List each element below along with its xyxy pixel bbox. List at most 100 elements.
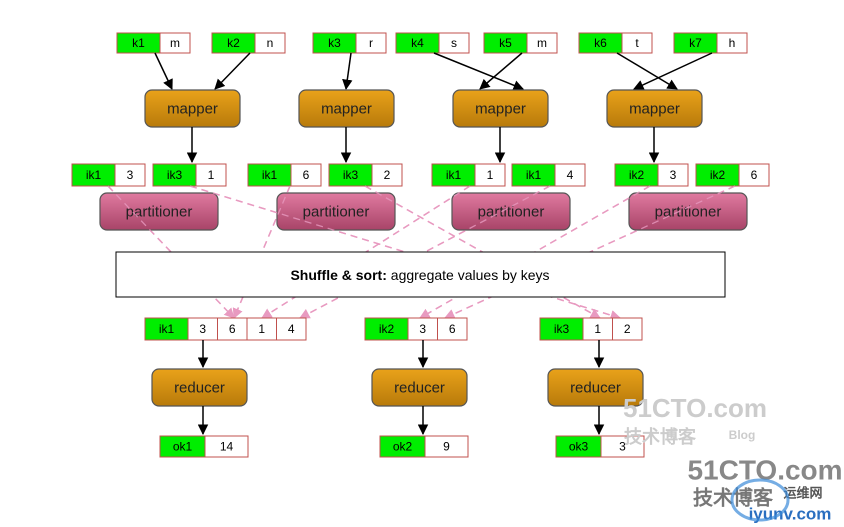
key-label: ik1 <box>86 168 102 182</box>
partitioner-label: partitioner <box>126 203 193 220</box>
value-label: h <box>729 36 736 50</box>
value-label: r <box>369 36 373 50</box>
key-label: k6 <box>594 36 607 50</box>
value-label: 14 <box>220 440 234 454</box>
intermediate-pair: ik1 1 <box>431 163 506 187</box>
reducer-input-group: ik2 3 6 <box>364 317 468 341</box>
value-label: 3 <box>619 440 626 454</box>
value-label: m <box>537 36 547 50</box>
mapper-label: mapper <box>629 100 680 117</box>
value-cell <box>738 163 770 187</box>
key-label: ik2 <box>629 168 645 182</box>
key-label: k7 <box>689 36 702 50</box>
input-to-mapper-arrow <box>633 52 713 90</box>
value-label: 3 <box>199 322 206 336</box>
value-cell <box>114 163 146 187</box>
key-label: k4 <box>411 36 424 50</box>
watermark: Blog <box>729 428 756 442</box>
intermediate-pair: ik2 6 <box>695 163 770 187</box>
value-label: 1 <box>487 168 494 182</box>
key-label: ik1 <box>526 168 542 182</box>
key-label: ik2 <box>710 168 726 182</box>
mapper-label: mapper <box>167 100 218 117</box>
partitioner: partitioner <box>451 192 571 231</box>
input-pair: k5 m <box>483 32 558 54</box>
key-label: ik1 <box>159 322 175 336</box>
reducer-label: reducer <box>174 379 225 396</box>
intermediate-pair: ik1 4 <box>511 163 586 187</box>
partitioner-label: partitioner <box>478 203 545 220</box>
value-label: 2 <box>624 322 631 336</box>
reducer: reducer <box>151 368 248 407</box>
key-label: ik3 <box>167 168 183 182</box>
key-label: ok2 <box>393 440 413 454</box>
intermediate-pair: ik3 2 <box>328 163 403 187</box>
value-label: 3 <box>127 168 134 182</box>
partitioner: partitioner <box>628 192 748 231</box>
input-to-mapper-arrow <box>433 52 524 91</box>
value-cell <box>290 163 322 187</box>
shuffle-arrow-overlay <box>107 185 235 319</box>
key-label: ik2 <box>379 322 395 336</box>
shuffle-rest: aggregate values by keys <box>387 267 550 283</box>
value-label: 3 <box>670 168 677 182</box>
value-label: 1 <box>594 322 601 336</box>
input-to-mapper-arrow <box>214 52 251 90</box>
value-label: 2 <box>384 168 391 182</box>
partitioner-label: partitioner <box>655 203 722 220</box>
value-cell <box>355 32 387 54</box>
key-label: ik1 <box>262 168 278 182</box>
input-pair: k7 h <box>673 32 748 54</box>
value-cell <box>554 163 586 187</box>
mapper-label: mapper <box>475 100 526 117</box>
mapper: mapper <box>452 89 549 128</box>
key-label: k5 <box>499 36 512 50</box>
value-label: 6 <box>229 322 236 336</box>
value-cell <box>657 163 689 187</box>
intermediate-pair: ik3 1 <box>152 163 227 187</box>
value-label: 6 <box>751 168 758 182</box>
watermark: 51CTO.com <box>623 393 767 423</box>
intermediate-pair: ik2 3 <box>614 163 689 187</box>
key-label: ik1 <box>446 168 462 182</box>
shuffle-sort-box <box>115 251 726 298</box>
value-cell <box>526 32 558 54</box>
mapper: mapper <box>144 89 241 128</box>
value-label: 3 <box>419 322 426 336</box>
value-cell <box>716 32 748 54</box>
mapper: mapper <box>606 89 703 128</box>
value-label: 1 <box>208 168 215 182</box>
input-to-mapper-arrow <box>342 52 353 91</box>
key-label: ok1 <box>173 440 193 454</box>
key-label: ok3 <box>569 440 589 454</box>
watermark-logo <box>730 478 790 522</box>
watermark: 运维网 <box>783 485 822 500</box>
output-pair: ok3 3 <box>555 435 645 458</box>
value-label: 4 <box>567 168 574 182</box>
value-cell <box>254 32 286 54</box>
partitioner-label: partitioner <box>303 203 370 220</box>
input-to-mapper-arrow <box>154 52 173 90</box>
value-cell <box>621 32 653 54</box>
value-label: n <box>267 36 274 50</box>
value-cell <box>438 32 470 54</box>
input-to-mapper-arrow <box>616 52 678 90</box>
reducer-label: reducer <box>570 379 621 396</box>
key-label: ik3 <box>343 168 359 182</box>
mapper: mapper <box>298 89 395 128</box>
value-label: 1 <box>258 322 265 336</box>
watermark: 技术博客 <box>624 426 697 447</box>
value-cell <box>600 435 645 458</box>
value-label: 6 <box>449 322 456 336</box>
reducer: reducer <box>547 368 644 407</box>
value-label: t <box>635 36 639 50</box>
key-label: k1 <box>132 36 145 50</box>
value-cell <box>204 435 249 458</box>
